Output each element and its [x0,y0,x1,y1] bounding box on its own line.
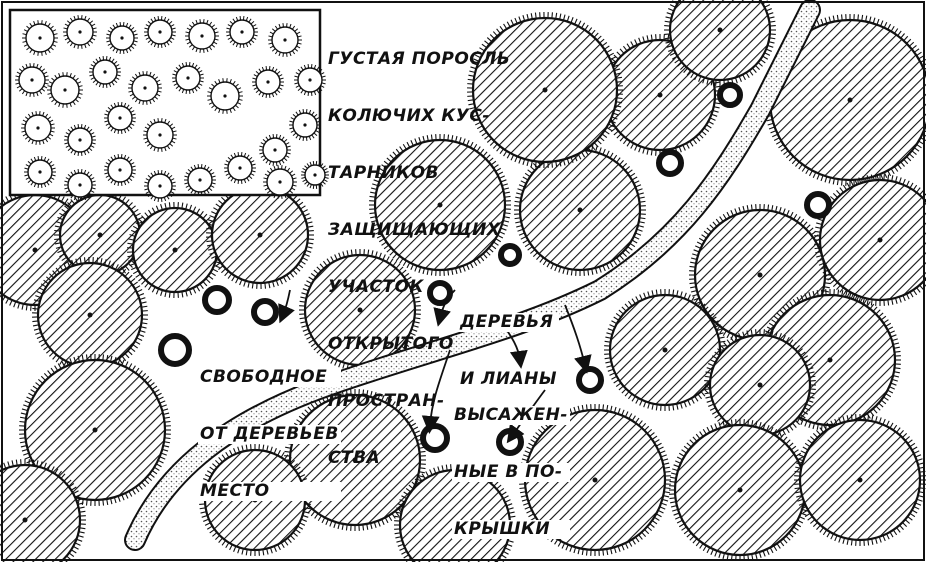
label-bushes-line-5: УЧАСТОК [328,277,424,297]
tree-canopy [299,249,421,371]
inset-bush [104,154,136,186]
tire-ring [717,82,743,108]
inset-bush [301,161,329,189]
inset-bush [47,72,83,108]
label-trees-vines: ДЕРЕВЬЯ И ЛИАНЫ [458,275,559,408]
label-bushes-line-6: ОТКРЫТОГО [328,334,454,354]
tire-ring [804,191,832,219]
inset-bush [172,62,204,94]
inset-bush [226,16,258,48]
tree-canopy [794,414,926,546]
label-planted-tires-line-1: ВЫСАЖЕН- [452,405,570,425]
label-bushes-line-4: ЗАЩИЩАЮЩИХ [328,220,501,240]
label-open-space: СВОБОДНОЕ ОТ ДЕРЕВЬЕВ МЕСТО [198,330,341,520]
tree-canopy [814,174,926,306]
inset-bush [263,165,297,199]
label-trees-vines-line-2: И ЛИАНЫ [458,369,559,389]
inset-bush [104,102,136,134]
tree-canopy [514,144,646,276]
arrow-3 [564,304,592,374]
arrow-6 [278,289,295,324]
inset-thicket-detail [8,8,329,202]
label-open-space-line-1: СВОБОДНОЕ [198,368,341,387]
inset-bush [207,78,243,114]
label-planted-tires: ВЫСАЖЕН- НЫЕ В ПО- КРЫШКИ [452,368,570,558]
tire-ring [251,298,279,326]
label-bushes: ГУСТАЯ ПОРОСЛЬ КОЛЮЧИХ КУС- ТАРНИКОВ ЗАЩ… [328,12,510,487]
inset-bush [268,23,302,57]
inset-bush [259,134,291,166]
tire-ring [427,280,453,306]
tree-canopy [467,11,623,169]
inset-bush [64,124,96,156]
tire-ring [656,149,684,177]
inset-bush [294,64,326,96]
label-bushes-line-3: ТАРНИКОВ [328,163,439,183]
label-planted-tires-line-3: КРЫШКИ [452,520,570,539]
inset-bush [128,71,162,105]
inset-bush [21,111,55,145]
label-planted-tires-line-2: НЫЕ В ПО- [452,463,570,482]
arrow-4 [421,349,451,434]
inset-bush [24,156,56,188]
tire-ring [158,333,192,367]
label-bushes-line-2: КОЛЮЧИХ КУС- [328,106,490,126]
tree-canopy [19,354,171,506]
inset-bush [289,109,321,141]
inset-bush [252,66,284,98]
inset-bush [106,22,138,54]
inset-bush [224,152,256,184]
inset-bush [185,19,219,53]
tire-ring [202,285,232,315]
tree-canopy [369,134,511,276]
inset-bush [15,63,49,97]
inset-bush [144,170,176,202]
inset-bush [143,118,177,152]
tree-canopy [0,459,86,562]
label-trees-vines-line-1: ДЕРЕВЬЯ [458,313,559,332]
inset-bush [64,169,96,201]
label-open-space-line-3: МЕСТО [198,482,341,501]
inset-bush [22,20,58,56]
arrow-1 [433,289,456,327]
inset-bush [89,56,121,88]
label-bushes-line-8: СТВА [328,448,381,468]
tree-canopy [206,181,314,289]
tire-ring [576,366,604,394]
label-bushes-line-1: ГУСТАЯ ПОРОСЛЬ [328,49,511,69]
label-bushes-line-7: ПРОСТРАН- [328,391,445,411]
tree-canopy [669,419,811,561]
inset-bush [184,164,216,196]
tire-ring [498,243,522,267]
inset-bush [144,16,176,48]
inset-bush [63,15,97,49]
label-open-space-line-2: ОТ ДЕРЕВЬЕВ [198,424,341,444]
tree-canopy [604,289,726,411]
tree-canopy [32,256,148,374]
